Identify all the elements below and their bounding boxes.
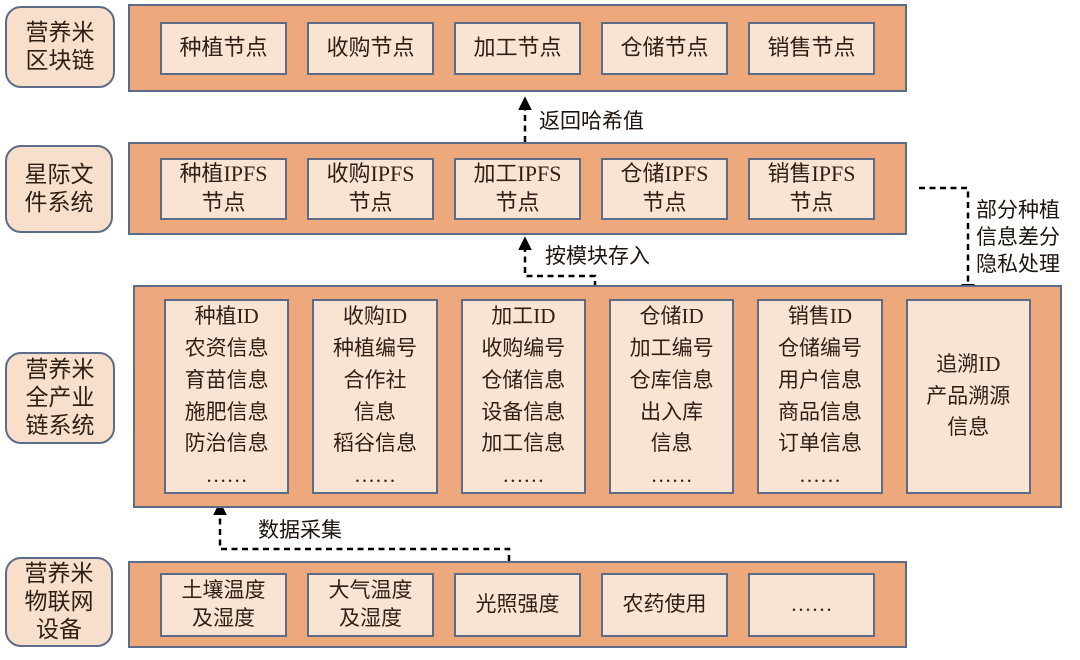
node-blockchain-purchase: 收购节点	[307, 21, 434, 75]
band-blockchain: 种植节点 收购节点 加工节点 仓储节点 销售节点	[128, 4, 907, 92]
node-chain-trace-info: 追溯ID 产品溯源 信息	[905, 299, 1031, 494]
node-chain-planting-info: 种植ID 农资信息 育苗信息 施肥信息 防治信息 ……	[164, 299, 290, 494]
arrow-label-store-by-module: 按模块存入	[545, 244, 650, 268]
layer-label-industry-chain: 营养米 全产业 链系统	[5, 352, 115, 444]
node-ipfs-processing: 加工IPFS 节点	[454, 157, 581, 220]
node-iot-air-temp-humidity: 大气温度 及湿度	[307, 572, 434, 637]
node-ipfs-sales: 销售IPFS 节点	[748, 157, 875, 220]
band-industry-chain: 种植ID 农资信息 育苗信息 施肥信息 防治信息 …… 收购ID 种植编号 合作…	[133, 285, 1062, 508]
layer-label-ipfs: 星际文 件系统	[5, 145, 113, 233]
node-ipfs-storage: 仓储IPFS 节点	[601, 157, 728, 220]
node-blockchain-sales: 销售节点	[748, 21, 875, 75]
layer-label-blockchain: 营养米 区块链	[5, 6, 115, 88]
node-blockchain-planting: 种植节点	[160, 21, 287, 75]
arrow-label-privacy: 部分种植 信息差分 隐私处理	[976, 198, 1060, 276]
node-chain-processing-info: 加工ID 收购编号 仓储信息 设备信息 加工信息 ……	[460, 299, 586, 494]
node-blockchain-storage: 仓储节点	[601, 21, 728, 75]
band-iot: 土壤温度 及湿度 大气温度 及湿度 光照强度 农药使用 ……	[128, 561, 907, 648]
node-iot-soil-temp-humidity: 土壤温度 及湿度	[160, 572, 287, 637]
layer-label-iot: 营养米 物联网 设备	[5, 557, 113, 647]
node-chain-purchase-info: 收购ID 种植编号 合作社 信息 稻谷信息 ……	[312, 299, 438, 494]
node-blockchain-processing: 加工节点	[454, 21, 581, 75]
band-ipfs: 种植IPFS 节点 收购IPFS 节点 加工IPFS 节点 仓储IPFS 节点 …	[128, 142, 907, 235]
node-ipfs-planting: 种植IPFS 节点	[160, 157, 287, 220]
node-iot-light-intensity: 光照强度	[454, 572, 581, 637]
arrow-label-data-collection: 数据采集	[258, 518, 342, 542]
node-chain-storage-info: 仓储ID 加工编号 仓库信息 出入库 信息 ……	[608, 299, 735, 494]
arrow-label-return-hash: 返回哈希值	[539, 109, 644, 133]
node-iot-ellipsis: ……	[748, 572, 875, 637]
node-ipfs-purchase: 收购IPFS 节点	[307, 157, 434, 220]
arrow-privacy	[919, 186, 975, 298]
node-chain-sales-info: 销售ID 仓储编号 用户信息 商品信息 订单信息 ……	[757, 299, 883, 494]
node-iot-pesticide-use: 农药使用	[601, 572, 728, 637]
